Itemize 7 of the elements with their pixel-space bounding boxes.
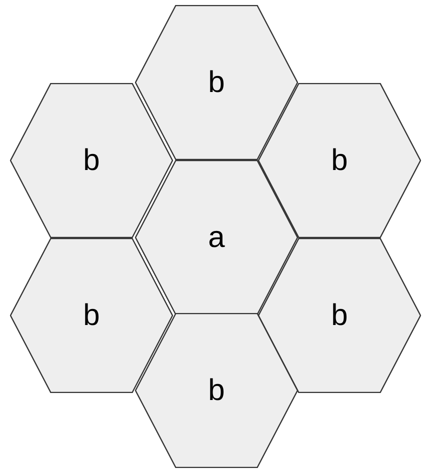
hex-label: b xyxy=(208,68,225,98)
hex-label: b xyxy=(83,300,100,330)
hex-label: b xyxy=(208,376,225,406)
hex-label: b xyxy=(331,300,348,330)
hex-label: a xyxy=(208,222,225,252)
hex-label: b xyxy=(331,146,348,176)
hex-label: b xyxy=(83,146,100,176)
